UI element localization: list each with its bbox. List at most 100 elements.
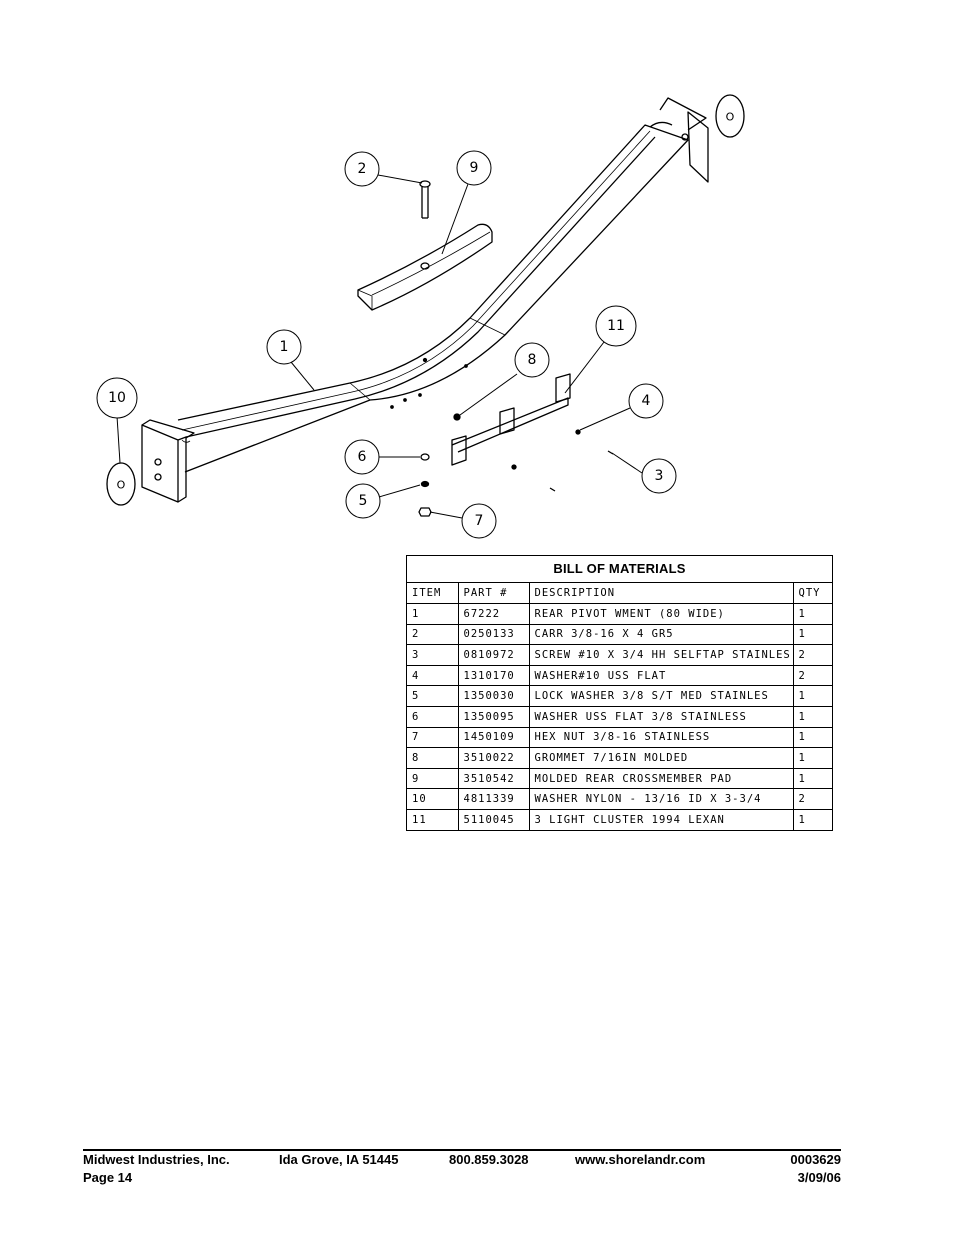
light-cluster: [451, 373, 571, 466]
bom-cell-part: 1450109: [457, 726, 529, 748]
callout-5: [345, 483, 381, 519]
leader-lines: [116, 174, 643, 519]
callout-3: [641, 458, 677, 494]
bom-cell-qty: 1: [792, 747, 832, 769]
bom-cell-item: 8: [407, 747, 458, 769]
grommet: [453, 413, 461, 421]
bom-cell-part: 0250133: [457, 623, 529, 645]
bom-cell-part: 67222: [457, 603, 529, 625]
footer-location: Ida Grove, IA 51445: [279, 1152, 399, 1167]
rear-pivot-weldment: [141, 97, 709, 503]
bill-of-materials: BILL OF MATERIALS ITEM PART # DESCRIPTIO…: [406, 555, 833, 832]
bom-cell-description: GROMMET 7/16IN MOLDED: [528, 747, 793, 769]
callout-9-label: 9: [470, 160, 479, 176]
bom-cell-item: 11: [407, 809, 458, 831]
callout-9: [456, 150, 492, 186]
bom-cell-item: 4: [407, 664, 458, 686]
carriage-bolt: [419, 180, 431, 219]
bom-cell-qty: 1: [792, 726, 832, 748]
bom-cell-part: 3510542: [457, 767, 529, 789]
bom-title: BILL OF MATERIALS: [407, 556, 832, 583]
bom-cell-item: 3: [407, 644, 458, 666]
bom-cell-item: 6: [407, 706, 458, 728]
nylon-washer-right: [715, 94, 745, 138]
bom-cell-qty: 1: [792, 706, 832, 728]
bom-cell-description: WASHER NYLON - 13/16 ID X 3-3/4: [528, 788, 793, 810]
bom-cell-qty: 2: [792, 664, 832, 686]
footer-rule: [83, 1149, 841, 1151]
callout-1-label: 1: [280, 339, 289, 355]
bom-cell-item: 2: [407, 623, 458, 645]
callout-4: [628, 383, 664, 419]
bom-cell-item: 5: [407, 685, 458, 707]
callout-4-label: 4: [642, 393, 651, 409]
callout-2-label: 2: [358, 161, 367, 177]
bom-cell-part: 1310170: [457, 664, 529, 686]
nylon-washer-left: [106, 462, 136, 506]
callout-7: [461, 503, 497, 539]
hex-nut: [418, 507, 432, 517]
washer-right-mark: O: [726, 111, 735, 124]
bom-cell-qty: 2: [792, 644, 832, 666]
bom-cell-part: 0810972: [457, 644, 529, 666]
footer-website: www.shorelandr.com: [575, 1152, 706, 1167]
callout-8: [514, 342, 550, 378]
footer-phone: 800.859.3028: [449, 1152, 529, 1167]
bom-cell-description: LOCK WASHER 3/8 S/T MED STAINLES: [528, 685, 793, 707]
callout-6-label: 6: [358, 449, 367, 465]
callout-10-label: 10: [108, 390, 126, 406]
bom-cell-part: 3510022: [457, 747, 529, 769]
bom-cell-part: 1350095: [457, 706, 529, 728]
callout-5-label: 5: [359, 493, 368, 509]
callout-2: [344, 151, 380, 187]
footer-date: 3/09/06: [797, 1170, 841, 1185]
footer-doc-number: 0003629: [790, 1152, 841, 1167]
washer-left-mark: O: [117, 479, 126, 492]
callout-10: [96, 377, 138, 419]
bom-header-qty: QTY: [792, 583, 832, 604]
bom-cell-description: 3 LIGHT CLUSTER 1994 LEXAN: [528, 809, 793, 831]
callout-8-label: 8: [528, 352, 537, 368]
bom-cell-part: 4811339: [457, 788, 529, 810]
bom-cell-qty: 2: [792, 788, 832, 810]
callout-1: [266, 329, 302, 365]
bom-cell-item: 7: [407, 726, 458, 748]
self-tap-screws: [549, 450, 614, 492]
bom-header-part: PART #: [457, 583, 529, 604]
bom-cell-qty: 1: [792, 685, 832, 707]
exploded-parts-diagram: 2 9 1 10 8 11 4 3 6 5 7 O O: [96, 94, 745, 539]
flat-washer: [420, 453, 430, 461]
callout-3-label: 3: [655, 468, 664, 484]
bom-cell-description: CARR 3/8-16 X 4 GR5: [528, 623, 793, 645]
crossmember-pad: [357, 223, 493, 311]
bom-cell-item: 9: [407, 767, 458, 789]
lock-washer: [420, 480, 430, 488]
bom-cell-qty: 1: [792, 603, 832, 625]
washer-10: [575, 429, 581, 435]
bom-cell-item: 10: [407, 788, 458, 810]
bom-header-item: ITEM: [412, 587, 442, 600]
callout-7-label: 7: [475, 513, 484, 529]
bom-cell-description: SCREW #10 X 3/4 HH SELFTAP STAINLES: [528, 644, 793, 666]
callout-11: [595, 305, 637, 347]
callout-6: [344, 439, 380, 475]
bom-cell-description: REAR PIVOT WMENT (80 WIDE): [528, 603, 793, 625]
bom-cell-part: 5110045: [457, 809, 529, 831]
bom-header-row: ITEM PART # DESCRIPTION QTY: [407, 583, 832, 604]
bom-cell-description: HEX NUT 3/8-16 STAINLESS: [528, 726, 793, 748]
footer-page: Page 14: [83, 1170, 133, 1185]
bom-cell-part: 1350030: [457, 685, 529, 707]
bom-cell-item: 1: [407, 603, 458, 625]
bom-cell-description: MOLDED REAR CROSSMEMBER PAD: [528, 767, 793, 789]
